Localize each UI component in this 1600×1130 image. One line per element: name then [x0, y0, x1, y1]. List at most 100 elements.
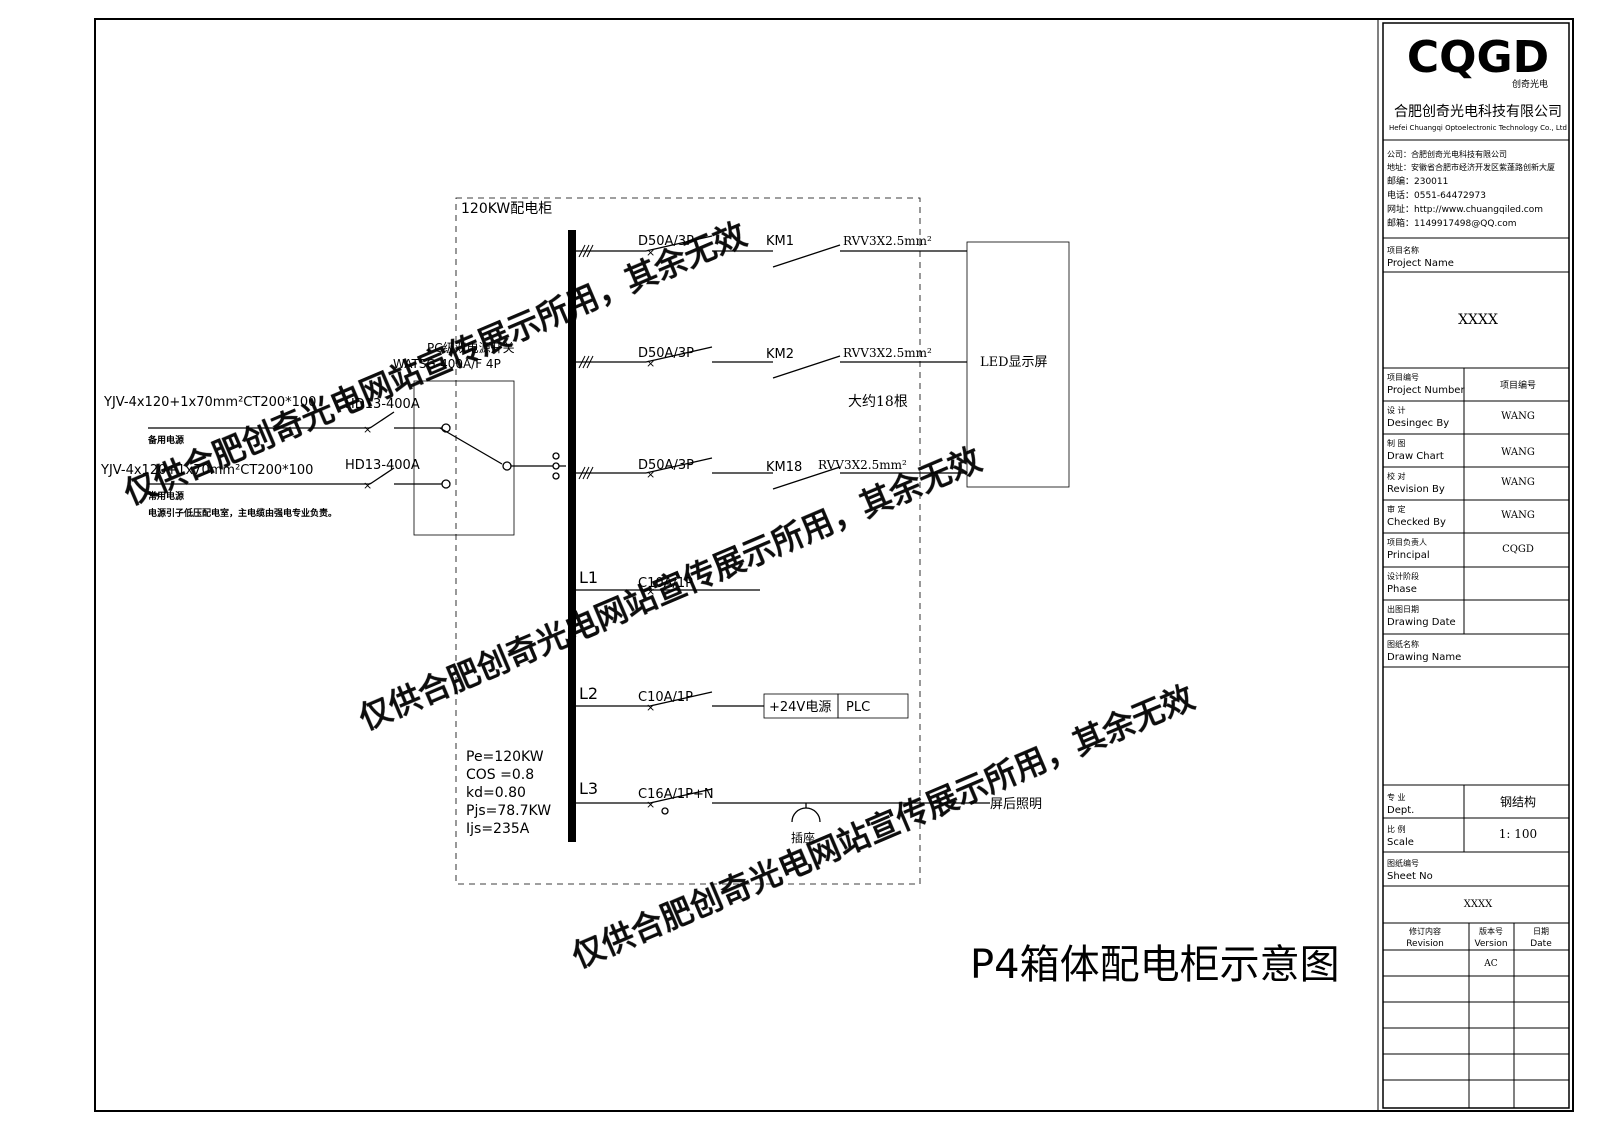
tb-row-en: Drawing Date — [1387, 617, 1456, 628]
branch-breaker-blade — [649, 788, 713, 804]
title-block: CQGD 创奇光电 合肥创奇光电科技有限公司 Hefei Chuangqi Op… — [1383, 32, 1569, 1108]
contactor-blade — [772, 244, 841, 268]
branch-l3-phase: L3 — [579, 779, 598, 798]
calc-cos: COS =0.8 — [466, 767, 534, 783]
ats-contact — [441, 479, 451, 489]
project-name-cn: 项目名称 — [1387, 245, 1419, 255]
tb-row-cn: 制 图 — [1387, 438, 1406, 448]
plc-box — [837, 693, 909, 719]
lighting-label: 屏后照明 — [990, 797, 1042, 812]
ats-name: PC级双电源开关 — [427, 341, 515, 355]
cabinet-boundary — [455, 197, 921, 885]
ats-blade — [439, 427, 503, 465]
drawing-name-en: Drawing Name — [1387, 652, 1461, 663]
ver-cn: 版本号 — [1479, 926, 1503, 936]
contact-line-5: 网址：http://www.chuangqiled.com — [1387, 203, 1543, 215]
tb-row-cn: 出图日期 — [1387, 604, 1419, 614]
contact-line-3: 邮编：230011 — [1387, 175, 1448, 187]
tb-row-cn: 设 计 — [1387, 405, 1406, 415]
contact-line-2: 地址：安徽省合肥市经济开发区紫蓬路创新大厦 — [1387, 162, 1555, 172]
incoming-2-note: 常用电源 — [148, 490, 184, 502]
bus-terminal — [552, 452, 560, 460]
contactor-blade — [772, 355, 841, 379]
drawing-title: P4箱体配电柜示意图 — [970, 942, 1340, 988]
feeder-1-contactor: KM1 — [766, 234, 794, 249]
company-logo: CQGD — [1407, 32, 1549, 83]
bus-terminal — [552, 472, 560, 480]
rev-cn: 修订内容 — [1409, 926, 1441, 936]
feeder-2-cable: RVV3X2.5mm² — [843, 346, 932, 360]
socket-label: 插座 — [791, 830, 815, 845]
incoming-2-cable: YJV-4x120+1x70mm²CT200*100 — [100, 463, 313, 478]
contact-line-1: 公司：合肥创奇光电科技有限公司 — [1387, 149, 1507, 159]
tb-row-cn: 项目负责人 — [1387, 537, 1427, 547]
schematic-labels: 120KW配电柜 YJV-4x120+1x70mm²CT200*100 备用电源… — [100, 201, 1048, 845]
feeder-breaker-blade — [645, 235, 713, 252]
tb-row-value: WANG — [1501, 510, 1535, 521]
tb-row-cn: 审 定 — [1387, 504, 1406, 514]
branch-l3-breaker: C16A/1P+N — [638, 787, 714, 802]
company-name-cn: 合肥创奇光电科技有限公司 — [1394, 103, 1562, 120]
tb-row-en: Checked By — [1387, 517, 1446, 528]
calc-pjs: Pjs=78.7KW — [466, 803, 551, 819]
sheet-value: XXXX — [1464, 899, 1493, 910]
date-cn: 日期 — [1533, 927, 1549, 936]
branch-l1-breaker: C10A/1P — [638, 576, 693, 591]
socket-symbol — [791, 807, 821, 823]
feeder-18-breaker: D50A/3P — [638, 458, 694, 473]
tb-row-en: Draw Chart — [1387, 451, 1444, 462]
x-mark: × — [363, 423, 372, 436]
drawing-frame — [94, 18, 1574, 1112]
x-mark: × — [646, 468, 655, 481]
power-supply-label: +24V电源 — [769, 700, 831, 715]
tb-row-value: WANG — [1501, 447, 1535, 458]
cabinet-label: 120KW配电柜 — [461, 201, 552, 217]
tb-row-cn: 项目编号 — [1387, 372, 1419, 382]
tb-row-en: Project Number — [1387, 385, 1465, 396]
contact-line-4: 电话：0551-64472973 — [1387, 189, 1486, 201]
three-phase-marks — [578, 244, 594, 480]
x-mark: × — [646, 357, 655, 370]
project-name-value: XXXX — [1458, 312, 1498, 328]
tb-row-cn: 校 对 — [1387, 471, 1406, 481]
tb-rows: 项目编号 Project Number 项目编号 设 计 Desingec By… — [1383, 368, 1569, 635]
x-mark: × — [363, 479, 372, 492]
feeder-breaker-blade — [645, 457, 713, 474]
x-mark: × — [646, 585, 655, 598]
branch-l2-breaker: C10A/1P — [638, 690, 693, 705]
ats-output-contact — [502, 461, 512, 471]
feeder-1-cable: RVV3X2.5mm² — [843, 234, 932, 248]
ver-en: Version — [1474, 939, 1507, 949]
switch-blade — [369, 467, 395, 485]
tb-row-cn: 设计阶段 — [1387, 571, 1419, 581]
feeder-count: 大约18根 — [848, 394, 908, 410]
company-name-en: Hefei Chuangqi Optoelectronic Technology… — [1389, 124, 1567, 132]
date-en: Date — [1530, 939, 1552, 949]
led-screen-box — [966, 241, 1070, 488]
x-mark: × — [646, 798, 655, 811]
ats-box — [413, 380, 515, 536]
incoming-1-cable: YJV-4x120+1x70mm²CT200*100 — [103, 395, 316, 410]
dept-en: Dept. — [1387, 805, 1414, 816]
watermarks: 仅供合肥创奇光电网站宣传展示所用，其余无效 仅供合肥创奇光电网站宣传展示所用，其… — [118, 215, 1199, 976]
tb-row-value: WANG — [1501, 411, 1535, 422]
project-name-en: Project Name — [1387, 258, 1454, 269]
tb-row-value: 项目编号 — [1500, 379, 1536, 391]
tb-row-en: Principal — [1387, 550, 1430, 561]
feeder-breaker-blade — [645, 346, 713, 363]
bus-terminal — [552, 462, 560, 470]
calc-kd: kd=0.80 — [466, 785, 526, 801]
calc-pe: Pe=120KW — [466, 749, 544, 765]
incoming-1-note: 备用电源 — [147, 434, 184, 446]
ver-value: AC — [1483, 959, 1497, 969]
switch-blade — [369, 411, 395, 429]
scale-value: 1: 100 — [1499, 827, 1537, 841]
ats-model: WATSG-400A/F 4P — [393, 357, 501, 371]
breaker-marks: × × × × × × × × — [363, 246, 655, 811]
incoming-remark: 电源引子低压配电室，主电缆由强电专业负责。 — [148, 507, 337, 519]
dept-value: 钢结构 — [1500, 794, 1536, 809]
schematic — [148, 197, 1070, 885]
contactor-blade — [772, 466, 841, 490]
scale-en: Scale — [1387, 837, 1414, 848]
branch-l1-phase: L1 — [579, 568, 598, 587]
